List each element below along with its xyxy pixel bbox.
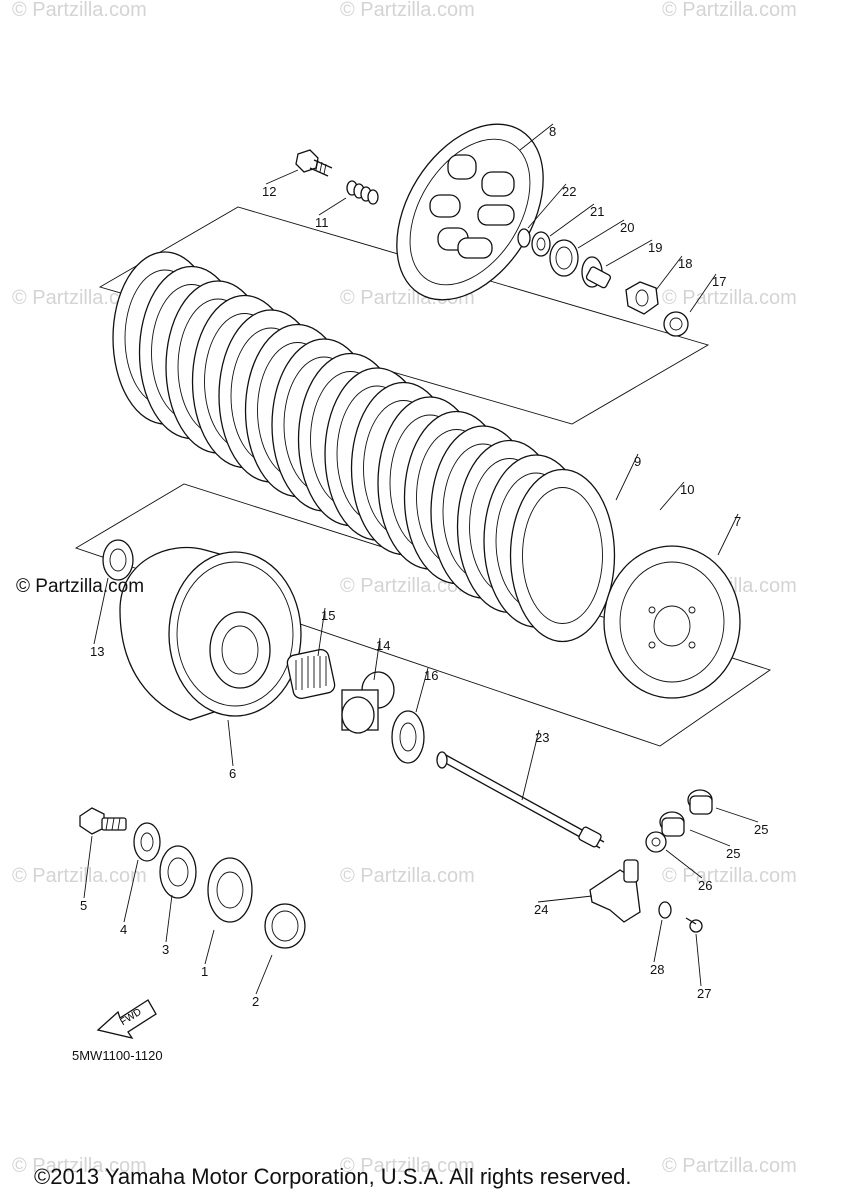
callout-leader-line: [83, 835, 93, 899]
thrust-washer-13: [102, 539, 134, 581]
pressure-plate: [396, 123, 544, 301]
callout-leader-line: [123, 859, 139, 923]
callout-label: 15: [321, 608, 335, 623]
callout-leader-line: [521, 729, 540, 801]
clutch-plate: [509, 468, 616, 643]
spring-11: [346, 180, 379, 205]
callout-label: 10: [680, 482, 694, 497]
clutch-plate-inner: [522, 487, 603, 624]
callout-label: 5: [80, 898, 87, 913]
clutch-assembly-boundary: [74, 483, 772, 747]
watermark: © Partzilla.com: [340, 1155, 475, 1177]
callout-leader-line: [577, 219, 625, 249]
washer-16: [391, 710, 425, 764]
callout-label: 23: [535, 730, 549, 745]
callout-leader-line: [527, 183, 567, 229]
callout-label: 8: [549, 124, 556, 139]
watermark: © Partzilla.com: [662, 0, 797, 21]
callout-leader-line: [373, 637, 381, 681]
spacer-14: [341, 671, 395, 734]
push-rod-23: [436, 751, 605, 849]
callout-label: 20: [620, 220, 634, 235]
callout-label: 19: [648, 240, 662, 255]
callout-label: 22: [562, 184, 576, 199]
clutch-lever-parts: [589, 789, 713, 933]
watermark: © Partzilla.com: [662, 1155, 797, 1177]
watermark-layer: © Partzilla.com © Partzilla.com © Partzi…: [12, 0, 797, 1177]
callout-label: 17: [712, 274, 726, 289]
callout-label: 25: [754, 822, 768, 837]
small-parts-17-22: [517, 228, 689, 337]
callout-leader-line: [665, 849, 703, 879]
callout-leader-line: [653, 919, 663, 963]
callout-label: 13: [90, 644, 104, 659]
watermark: © Partzilla.com: [340, 865, 475, 887]
callout-leader-line: [549, 203, 595, 237]
callout-leader-line: [615, 453, 639, 501]
watermark: © Partzilla.com: [340, 575, 475, 597]
callout-leader-line: [717, 513, 739, 556]
callout-label: 26: [698, 878, 712, 893]
callout-leader-line: [265, 169, 299, 185]
callout-label: 18: [678, 256, 692, 271]
clutch-boss: [603, 545, 741, 699]
callout-leader-line: [655, 255, 683, 291]
callout-leader-line: [415, 667, 429, 713]
fwd-arrow-icon: FWD: [96, 999, 157, 1040]
callout-label: 21: [590, 204, 604, 219]
callout-leader-line: [317, 607, 326, 657]
plate-pack-boundary: [98, 206, 710, 425]
callout-leader-line: [318, 197, 347, 216]
callout-label: 7: [734, 514, 741, 529]
callout-label: 27: [697, 986, 711, 1001]
watermark: © Partzilla.com: [12, 287, 147, 309]
partzilla-brand: © Partzilla.com: [16, 576, 145, 597]
watermark: © Partzilla.com: [662, 865, 797, 887]
callout-leader-line: [227, 719, 234, 767]
callout-label: 28: [650, 962, 664, 977]
callout-leader-line: [715, 807, 759, 823]
callout-label: 9: [634, 454, 641, 469]
bolt-12: [295, 149, 333, 177]
callout-label: 6: [229, 766, 236, 781]
callout-leader-line: [695, 933, 702, 987]
callout-leader-line: [165, 894, 173, 943]
callout-label: 12: [262, 184, 276, 199]
callout-label: 25: [726, 846, 740, 861]
diagram-code: 5MW1100-1120: [72, 1048, 163, 1063]
callout-leader-line: [659, 481, 685, 511]
watermark: © Partzilla.com: [12, 0, 147, 21]
callout-leader-line: [93, 577, 109, 645]
needle-bearing-15: [286, 648, 336, 700]
callout-leader-line: [605, 239, 653, 267]
watermark: © Partzilla.com: [340, 0, 475, 21]
callout-leader-line: [255, 954, 273, 995]
callout-label: 24: [534, 902, 548, 917]
callout-label: 16: [424, 668, 438, 683]
callout-leader-line: [204, 929, 215, 965]
watermark: © Partzilla.com: [12, 1155, 147, 1177]
callout-label: 11: [315, 215, 329, 230]
callout-label: 3: [162, 942, 169, 957]
watermark: © Partzilla.com: [662, 287, 797, 309]
callout-leader-line: [519, 123, 554, 151]
callout-label: 14: [376, 638, 390, 653]
callout-label: 2: [252, 994, 259, 1009]
callout-label: 1: [201, 964, 208, 979]
clutch-plates-stack: [112, 251, 616, 643]
copyright-notice: ©2013 Yamaha Motor Corporation, U.S.A. A…: [34, 1164, 632, 1189]
gear-parts-1-5: [79, 807, 306, 949]
callout-leader-line: [689, 273, 717, 313]
primary-driven-gear: [119, 546, 302, 721]
callout-label: 4: [120, 922, 127, 937]
watermark: © Partzilla.com: [12, 865, 147, 887]
callout-leader-line: [689, 829, 731, 847]
callout-leader-line: [537, 895, 593, 903]
